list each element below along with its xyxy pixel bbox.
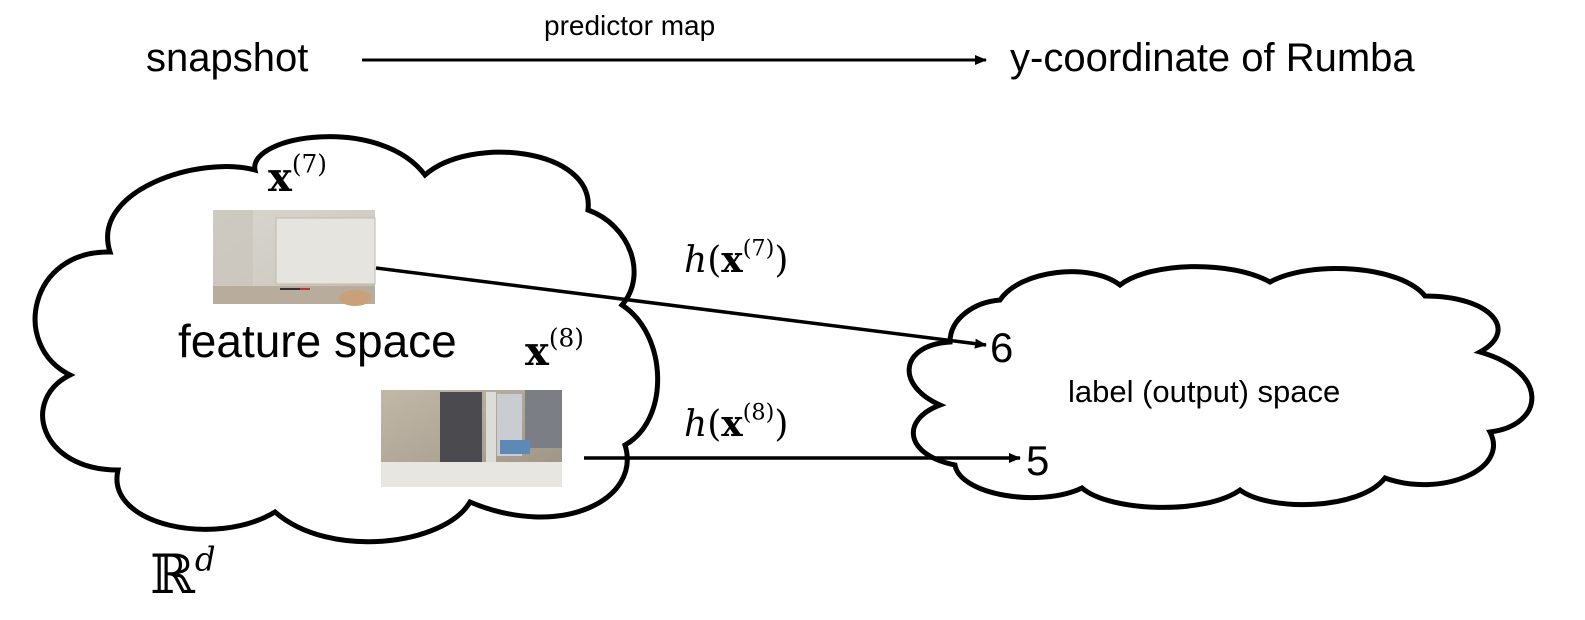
snapshot-label: snapshot [146, 36, 309, 80]
h8-label: h(x(8)) [684, 401, 789, 445]
x7-label: x(7) [268, 152, 327, 198]
h7-sup: (7) [742, 235, 775, 262]
predictor-map-label: predictor map [544, 10, 716, 41]
output-value-5: 5 [1026, 437, 1050, 484]
x8-label: x(8) [525, 326, 584, 372]
arrow-h7 [375, 266, 987, 349]
x7-sup: (7) [291, 149, 327, 179]
rd-label: ℝd [150, 543, 216, 602]
h7-arg: x [721, 239, 743, 281]
output-value-6: 6 [990, 324, 1014, 371]
x7-base: x [268, 154, 292, 201]
h8-fn: h [684, 404, 708, 445]
h7-close: ) [774, 240, 789, 281]
rd-base: ℝ [150, 543, 195, 606]
h8-sup: (8) [742, 399, 775, 426]
feature-space-label: feature space [178, 315, 457, 367]
h8-close: ) [774, 404, 789, 445]
h7-fn: h [684, 240, 708, 281]
y-coordinate-label: y-coordinate of Rumba [1010, 36, 1415, 80]
feature-space-cloud [32, 134, 661, 545]
x8-base: x [525, 328, 549, 375]
rd-sup: d [194, 540, 216, 579]
label-space-cloud [906, 264, 1535, 510]
h7-open: ( [707, 240, 722, 281]
h7-label: h(x(7)) [684, 237, 789, 281]
h8-open: ( [707, 404, 722, 445]
snapshot-image-7 [213, 210, 376, 306]
h8-arg: x [721, 403, 743, 445]
label-space-label: label (output) space [1068, 374, 1341, 409]
snapshot-image-8 [381, 390, 562, 487]
x8-sup: (8) [548, 323, 584, 353]
